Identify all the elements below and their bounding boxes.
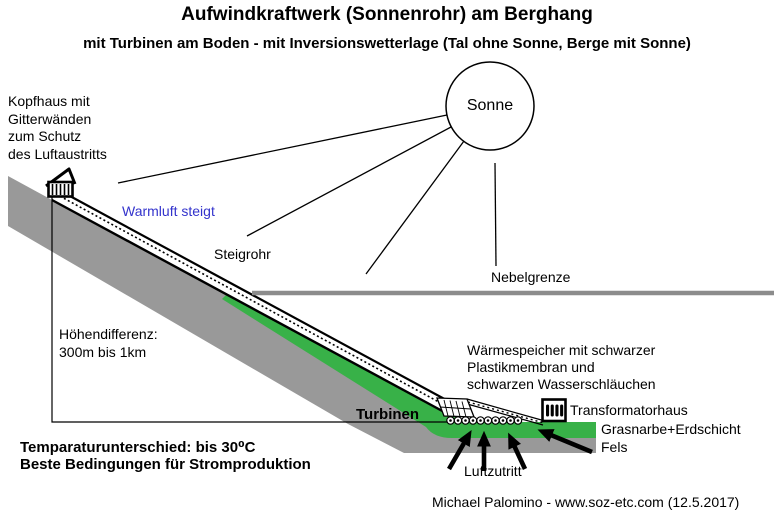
height-difference-label: Höhendifferenz: 300m bis 1km	[59, 326, 158, 360]
best-conditions-label: Beste Bedingungen für Stromproduktion	[20, 456, 311, 473]
water-hoses-icon	[446, 416, 523, 425]
temperature-difference-label: Temparaturunterschied: bis 30⁰C	[20, 439, 256, 456]
sun-label: Sonne	[466, 97, 514, 114]
sun-circle	[445, 61, 535, 151]
page-title: Aufwindkraftwerk (Sonnenrohr) am Berghan…	[181, 4, 593, 25]
sun-rays	[117, 114, 497, 275]
riser-pipe-label: Steigrohr	[214, 246, 271, 262]
grass-earth-layer	[222, 289, 596, 438]
head-house-label: Kopfhaus mit Gitterwänden zum Schutz des…	[8, 93, 107, 162]
water-hose-dots	[449, 419, 520, 422]
head-house-roof	[45, 167, 77, 188]
riser-pipe-bottom-edge	[51, 198, 447, 415]
air-inlet-arrow-3	[508, 432, 528, 470]
fog-boundary-label: Nebelgrenze	[491, 269, 571, 285]
air-inlet-label: Luftzutritt	[464, 463, 522, 479]
sun-ray-2	[246, 126, 452, 237]
sun-ray-1	[117, 114, 448, 184]
riser-pipe-top-edge	[56, 188, 451, 403]
page-subtitle: mit Turbinen am Boden - mit Inversionswe…	[83, 35, 691, 52]
membrane-icon	[466, 398, 546, 426]
rock-label: Fels	[601, 439, 628, 455]
heat-storage-label: Wärmespeicher mit schwarzer Plastikmembr…	[467, 342, 656, 392]
transformer-house-label: Transformatorhaus	[570, 402, 688, 418]
membrane-top-line	[466, 398, 546, 422]
sun-ray-4	[494, 162, 497, 267]
warm-air-rises-label: Warmluft steigt	[122, 203, 215, 219]
air-inlet-arrow-4	[537, 429, 593, 455]
air-inlet-arrows	[447, 429, 593, 471]
transformer-house-icon	[541, 398, 567, 423]
membrane-mid-line	[467, 401, 545, 424]
height-difference-measure-line	[51, 197, 450, 423]
grass-earth-label: Grasnarbe+Erdschicht	[601, 421, 741, 437]
membrane-bottom-line	[468, 403, 544, 426]
sun-ray-3	[365, 140, 465, 275]
head-house-grid-bars	[51, 184, 70, 195]
transformer-house-slots	[546, 404, 564, 417]
air-inlet-arrow-1	[447, 430, 472, 471]
head-house-icon	[45, 167, 77, 198]
riser-pipe-body	[52, 189, 450, 414]
turbine-housing-hatch	[439, 399, 472, 418]
credit-line: Michael Palomino - www.soz-etc.com (12.5…	[432, 494, 740, 510]
turbines-label: Turbinen	[356, 406, 420, 423]
